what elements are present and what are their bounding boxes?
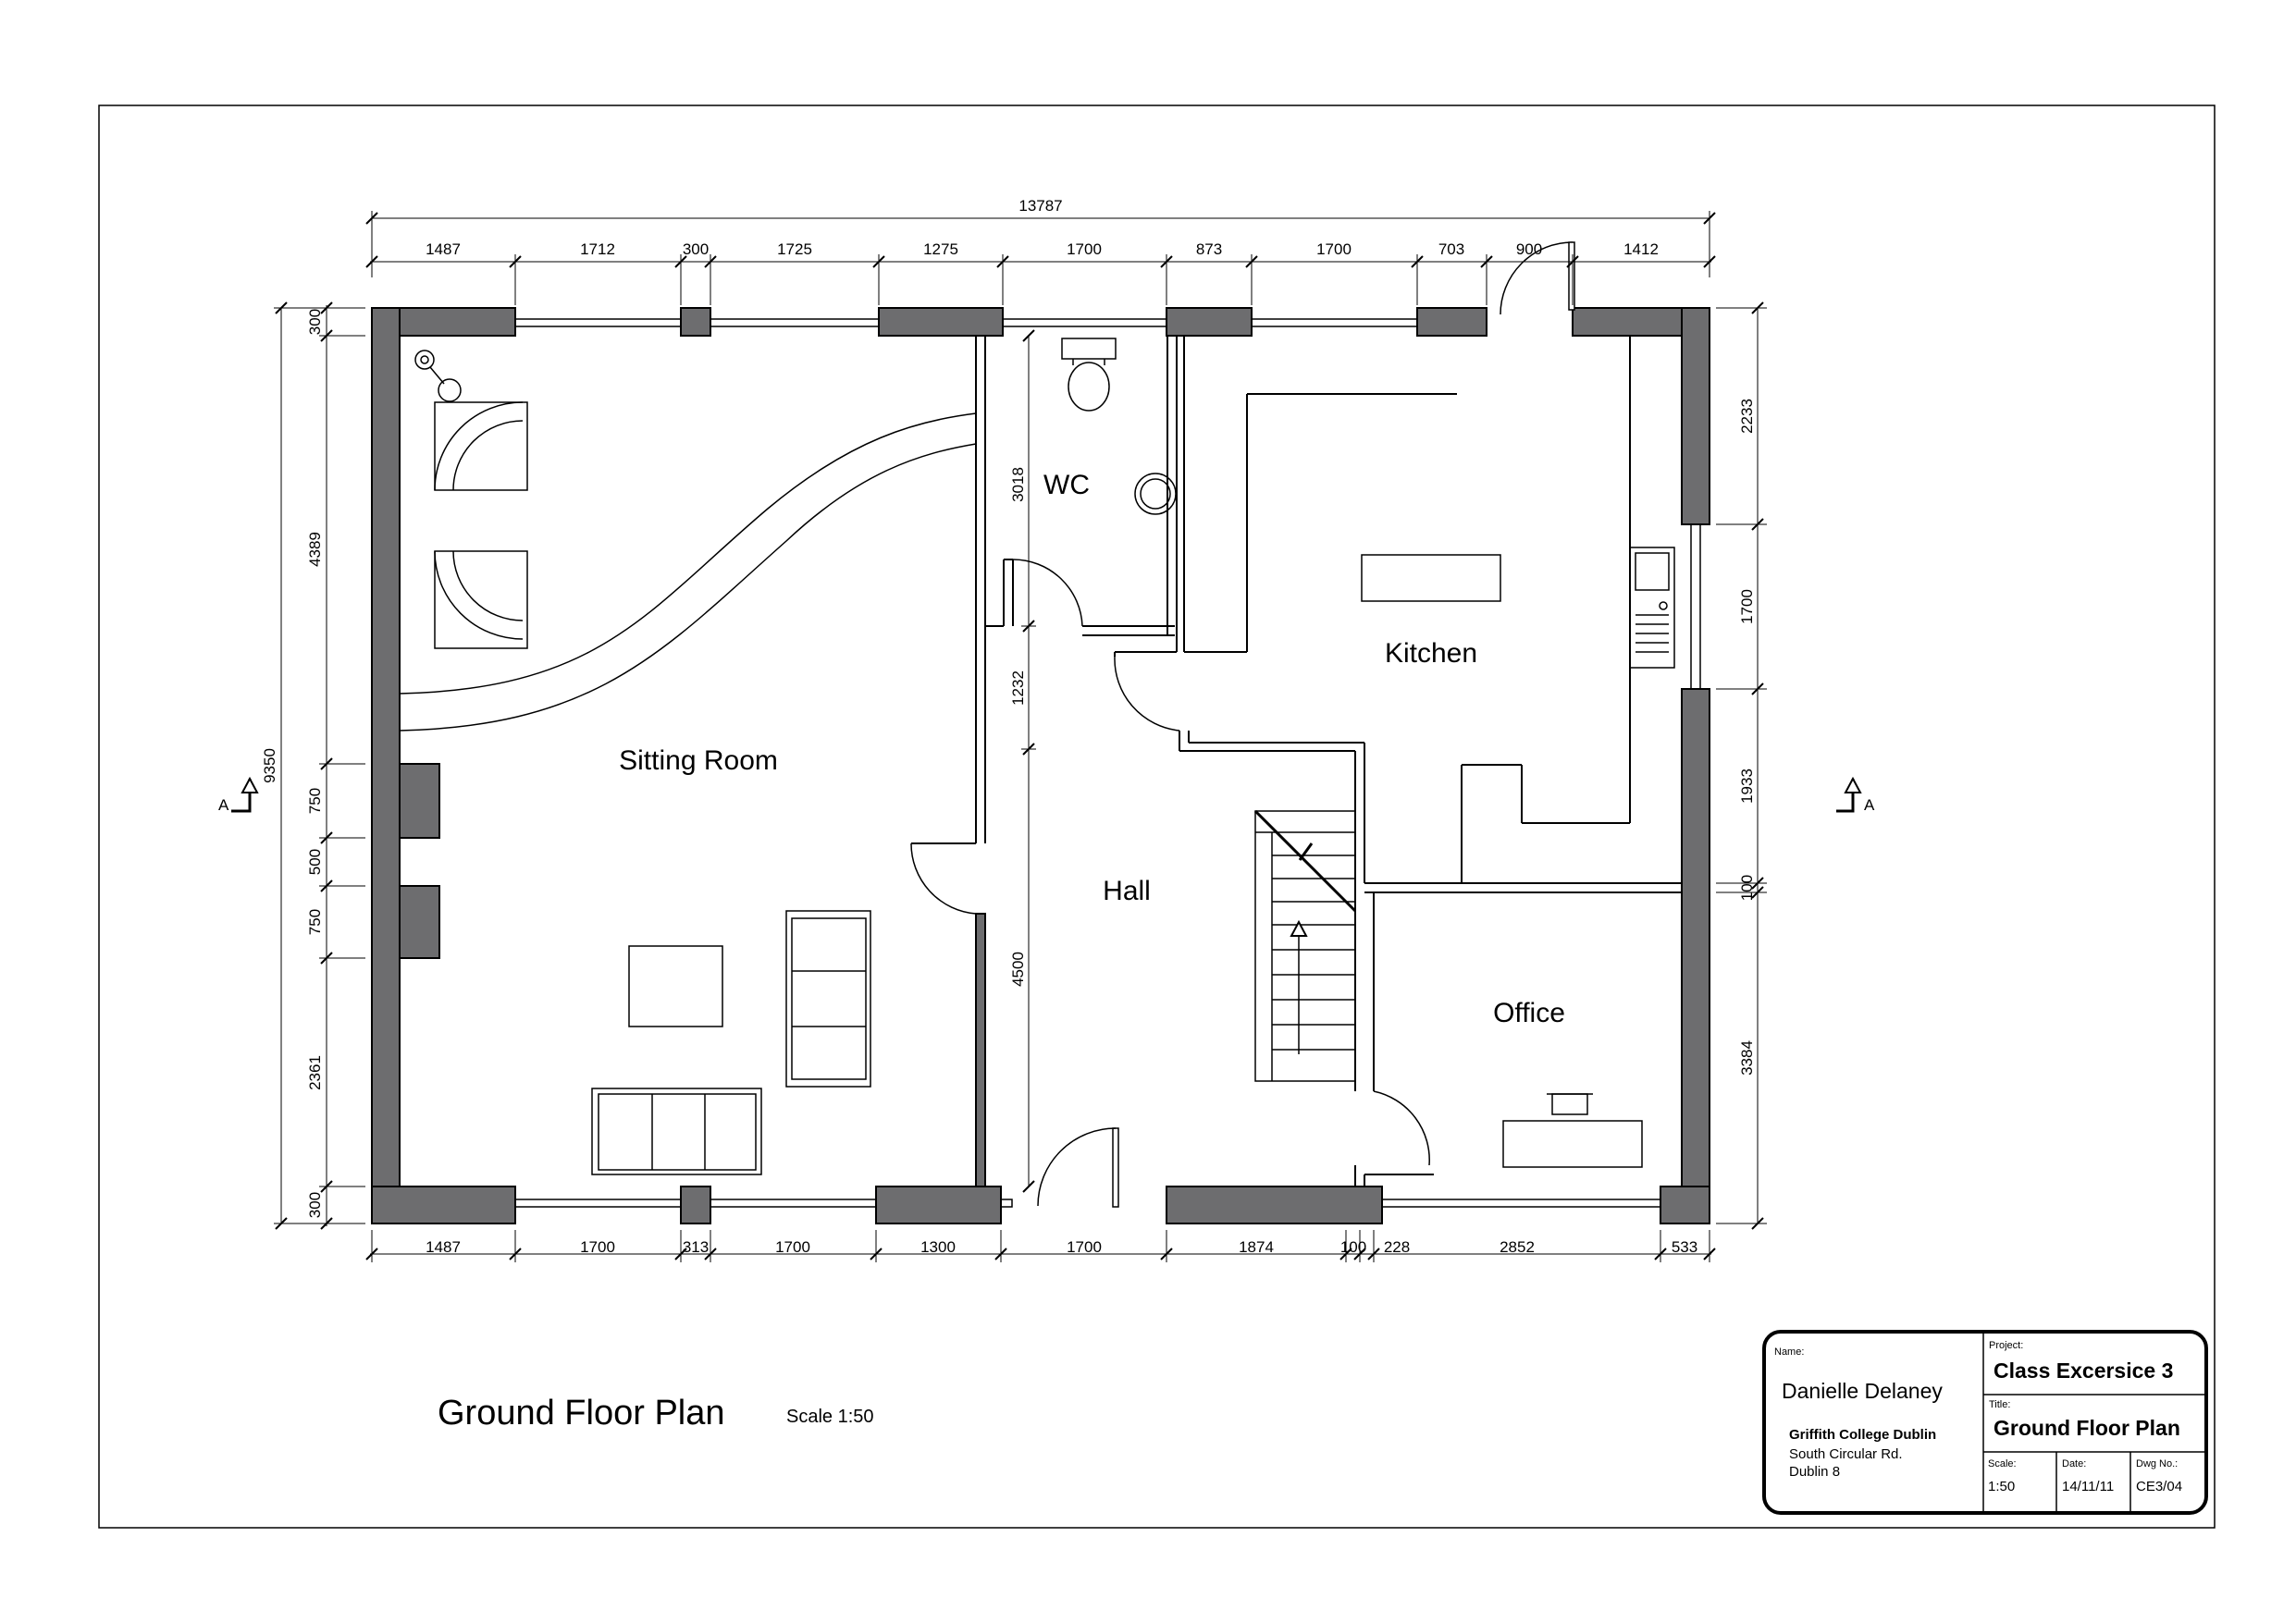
right-dimensions: 2233 1700 1933 100 3384 — [1738, 399, 1756, 1076]
windows — [514, 318, 1701, 1208]
dim-top: 1487 — [426, 240, 461, 258]
tb-title: Ground Floor Plan — [1994, 1416, 2180, 1440]
tb-date-label: Date: — [2062, 1458, 2086, 1469]
dim-top: 1712 — [580, 240, 615, 258]
dim-top: 873 — [1196, 240, 1222, 258]
dim-bottom: 313 — [683, 1238, 709, 1256]
dim-right: 1933 — [1738, 768, 1756, 804]
hall-entrance-door — [1037, 1127, 1119, 1208]
section-marker-left: A — [218, 776, 259, 814]
section-label-right: A — [1864, 796, 1875, 814]
dimension-ticks — [275, 212, 1764, 1260]
section-marker-right: A — [1836, 776, 1875, 814]
tb-name: Danielle Delaney — [1782, 1379, 1943, 1403]
dim-left: 2361 — [306, 1055, 324, 1090]
dim-left: 750 — [306, 788, 324, 814]
dim-right: 1700 — [1738, 589, 1756, 624]
dim-inner: 3018 — [1009, 467, 1027, 502]
dim-top: 900 — [1516, 240, 1542, 258]
room-label-office: Office — [1493, 998, 1565, 1028]
dim-left: 750 — [306, 909, 324, 935]
tb-project-label: Project: — [1989, 1340, 2023, 1351]
tb-scale-label: Scale: — [1988, 1458, 2017, 1469]
tb-college: Griffith College Dublin — [1789, 1427, 1936, 1443]
room-label-wc: WC — [1043, 470, 1090, 500]
dim-left: 500 — [306, 849, 324, 875]
furniture — [414, 338, 1675, 1175]
staircase — [1253, 809, 1357, 1082]
dim-bottom: 2852 — [1500, 1238, 1535, 1256]
tb-address-2: Dublin 8 — [1789, 1464, 1840, 1480]
tb-dwg: CE3/04 — [2136, 1479, 2182, 1494]
tb-address-1: South Circular Rd. — [1789, 1446, 1903, 1462]
dim-right: 100 — [1738, 875, 1756, 901]
left-dimensions: 9350 300 4389 750 500 750 2361 300 — [261, 309, 324, 1218]
dim-top: 1412 — [1623, 240, 1659, 258]
dim-bottom: 228 — [1384, 1238, 1410, 1256]
room-label-kitchen: Kitchen — [1385, 638, 1477, 669]
tb-scale: 1:50 — [1988, 1479, 2015, 1494]
room-label-sitting-room: Sitting Room — [619, 745, 778, 776]
dim-inner: 1232 — [1009, 670, 1027, 706]
dim-left: 300 — [306, 309, 324, 335]
tb-project: Class Excersice 3 — [1994, 1359, 2173, 1383]
tb-dwg-label: Dwg No.: — [2136, 1458, 2178, 1469]
dim-bottom: 533 — [1672, 1238, 1697, 1256]
dim-top: 1700 — [1067, 240, 1102, 258]
tb-title-label: Title: — [1989, 1399, 2010, 1410]
dim-bottom: 100 — [1340, 1238, 1366, 1256]
dim-inner: 4500 — [1009, 952, 1027, 987]
dim-top: 1700 — [1316, 240, 1352, 258]
dim-left: 4389 — [306, 532, 324, 567]
dim-right: 2233 — [1738, 399, 1756, 434]
dim-left-overall: 9350 — [261, 748, 278, 783]
dim-bottom: 1487 — [426, 1238, 461, 1256]
dim-top: 300 — [683, 240, 709, 258]
dim-left: 300 — [306, 1192, 324, 1218]
tb-date: 14/11/11 — [2062, 1479, 2114, 1494]
dim-bottom: 1700 — [580, 1238, 615, 1256]
dimension-lines — [274, 211, 1767, 1262]
exterior-walls — [371, 307, 1710, 1224]
room-labels: Sitting Room WC Kitchen Hall Office — [619, 470, 1565, 1028]
drawing-scale-note: Scale 1:50 — [786, 1407, 874, 1427]
dim-bottom: 1300 — [920, 1238, 956, 1256]
drawing-title: Ground Floor Plan — [438, 1394, 725, 1432]
inner-dimensions: 3018 1232 4500 — [1009, 467, 1027, 987]
room-label-hall: Hall — [1103, 876, 1151, 906]
dim-top: 1725 — [777, 240, 812, 258]
dim-bottom: 1874 — [1239, 1238, 1274, 1256]
section-label-left: A — [218, 796, 229, 814]
tb-name-label: Name: — [1774, 1346, 1804, 1358]
title-block: Name: Danielle Delaney Griffith College … — [1762, 1330, 2208, 1515]
dim-top: 703 — [1438, 240, 1464, 258]
dim-overall-width: 13787 — [1018, 197, 1062, 215]
dim-right: 3384 — [1738, 1040, 1756, 1076]
bottom-dimensions: 1487 1700 313 1700 1300 1700 1874 100 22… — [426, 1238, 1697, 1256]
interior-walls — [911, 336, 1682, 1187]
dim-top: 1275 — [923, 240, 958, 258]
sheet-border — [98, 105, 2216, 1529]
dim-bottom: 1700 — [775, 1238, 810, 1256]
interior-doors — [910, 559, 1430, 1166]
dim-bottom: 1700 — [1067, 1238, 1102, 1256]
top-dimensions: 13787 1487 1712 300 1725 1275 1700 873 1… — [426, 197, 1659, 258]
curved-feature-wall — [399, 412, 977, 732]
